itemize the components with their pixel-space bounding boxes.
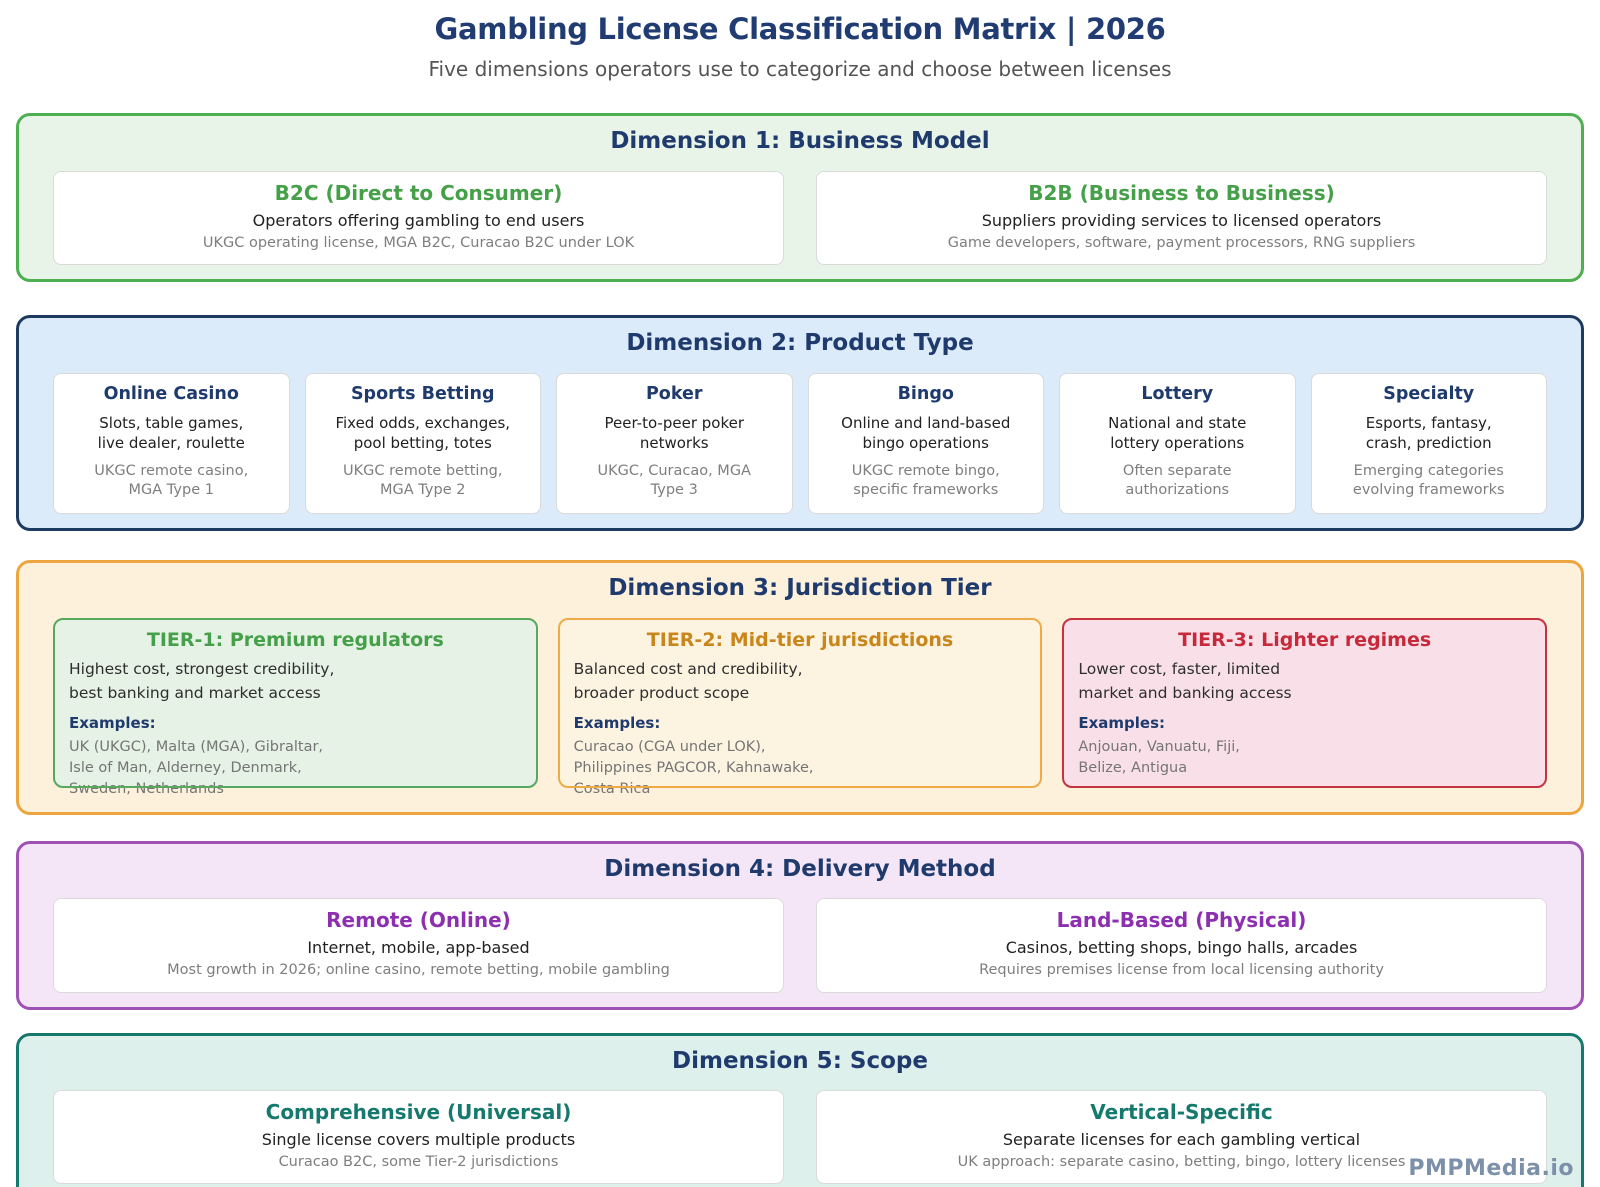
watermark-pmpmedia: PMPMedia.io [1408, 1156, 1574, 1181]
dimension-2-title: Dimension 2: Product Type [626, 330, 974, 357]
tier-1-heading: TIER-1: Premium regulators [146, 628, 444, 651]
card-b2b: B2B (Business to Business) Suppliers pro… [816, 170, 1547, 266]
card-sports-betting-note: UKGC remote betting, MGA Type 2 [343, 462, 503, 499]
dimension-3-tiers: TIER-1: Premium regulators Highest cost,… [53, 617, 1548, 797]
dimension-2-panel: Dimension 2: Product Type Online Casino … [16, 315, 1584, 532]
card-poker-heading: Poker [645, 383, 703, 404]
card-b2b-note: Game developers, software, payment proce… [947, 235, 1416, 252]
card-land-based: Land-Based (Physical) Casinos, betting s… [816, 898, 1547, 993]
card-vertical-specific: Vertical-Specific Separate licenses for … [816, 1090, 1547, 1185]
page-title: Gambling License Classification Matrix |… [434, 12, 1166, 46]
dimension-4-title: Dimension 4: Delivery Method [604, 855, 996, 882]
card-b2c-note: UKGC operating license, MGA B2C, Curacao… [202, 235, 635, 252]
dimension-5-title: Dimension 5: Scope [672, 1047, 928, 1074]
card-sports-betting-body: Fixed odds, exchanges, pool betting, tot… [335, 413, 511, 453]
card-b2b-heading: B2B (Business to Business) [1028, 180, 1335, 205]
card-b2c: B2C (Direct to Consumer) Operators offer… [53, 170, 784, 266]
tier-1-examples-label: Examples: [69, 713, 156, 732]
card-vertical-specific-note: UK approach: separate casino, betting, b… [957, 1154, 1406, 1171]
card-bingo: Bingo Online and land-based bingo operat… [807, 372, 1044, 515]
card-lottery-body: National and state lottery operations [1108, 413, 1247, 453]
tier-3-body: Lower cost, faster, limited market and b… [1078, 660, 1292, 702]
card-land-based-body: Casinos, betting shops, bingo halls, arc… [1005, 938, 1358, 958]
card-bingo-heading: Bingo [897, 383, 954, 404]
card-remote: Remote (Online) Internet, mobile, app-ba… [53, 898, 784, 993]
tier-2-body: Balanced cost and credibility, broader p… [573, 660, 803, 702]
card-bingo-body: Online and land-based bingo operations [841, 413, 1011, 453]
tier-1-examples: UK (UKGC), Malta (MGA), Gibraltar, Isle … [69, 738, 324, 797]
card-lottery-heading: Lottery [1141, 383, 1214, 404]
card-land-based-heading: Land-Based (Physical) [1056, 908, 1307, 933]
card-specialty: Specialty Esports, fantasy, crash, predi… [1310, 372, 1547, 515]
tier-1-body: Highest cost, strongest credibility, bes… [69, 660, 335, 702]
card-online-casino-note: UKGC remote casino, MGA Type 1 [94, 462, 249, 499]
card-specialty-heading: Specialty [1383, 383, 1475, 404]
tier-3-heading: TIER-3: Lighter regimes [1178, 628, 1432, 651]
tier-2-box: TIER-2: Mid-tier jurisdictions Balanced … [557, 617, 1043, 797]
card-specialty-body: Esports, fantasy, crash, prediction [1365, 413, 1492, 453]
tier-2-examples-label: Examples: [573, 713, 661, 732]
card-sports-betting-heading: Sports Betting [350, 383, 495, 404]
card-online-casino-body: Slots, table games, live dealer, roulett… [97, 413, 245, 453]
card-vertical-specific-body: Separate licenses for each gambling vert… [1002, 1130, 1361, 1150]
card-comprehensive-body: Single license covers multiple products [261, 1130, 576, 1150]
dimension-1-cards: B2C (Direct to Consumer) Operators offer… [53, 170, 1547, 266]
dimension-5-cards: Comprehensive (Universal) Single license… [53, 1090, 1547, 1185]
dimension-3-panel: Dimension 3: Jurisdiction Tier TIER-1: P… [16, 560, 1584, 815]
dimension-4-panel: Dimension 4: Delivery Method Remote (Onl… [16, 840, 1584, 1010]
dimension-5-panel: Dimension 5: Scope Comprehensive (Univer… [16, 1032, 1584, 1187]
card-b2c-body: Operators offering gambling to end users [252, 210, 585, 230]
tier-2-examples: Curacao (CGA under LOK), Philippines PAG… [573, 738, 814, 797]
dimension-2-cards: Online Casino Slots, table games, live d… [53, 372, 1547, 515]
card-vertical-specific-heading: Vertical-Specific [1090, 1100, 1273, 1125]
card-comprehensive: Comprehensive (Universal) Single license… [53, 1090, 784, 1185]
tier-3-box: TIER-3: Lighter regimes Lower cost, fast… [1062, 617, 1548, 788]
dimension-1-title: Dimension 1: Business Model [610, 128, 990, 155]
card-remote-heading: Remote (Online) [326, 908, 511, 933]
card-specialty-note: Emerging categories evolving frameworks [1352, 462, 1505, 499]
card-remote-note: Most growth in 2026; online casino, remo… [167, 962, 670, 979]
page-subtitle: Five dimensions operators use to categor… [428, 57, 1172, 82]
card-lottery-note: Often separate authorizations [1122, 462, 1232, 499]
card-sports-betting: Sports Betting Fixed odds, exchanges, po… [304, 372, 541, 515]
tier-1-box: TIER-1: Premium regulators Highest cost,… [53, 617, 538, 797]
card-b2b-body: Suppliers providing services to licensed… [981, 210, 1382, 230]
card-online-casino: Online Casino Slots, table games, live d… [53, 372, 290, 515]
dimension-3-title: Dimension 3: Jurisdiction Tier [608, 575, 992, 602]
card-online-casino-heading: Online Casino [103, 383, 239, 404]
card-comprehensive-heading: Comprehensive (Universal) [265, 1100, 572, 1125]
card-comprehensive-note: Curacao B2C, some Tier-2 jurisdictions [278, 1154, 559, 1171]
card-bingo-note: UKGC remote bingo, specific frameworks [851, 462, 1000, 499]
card-land-based-note: Requires premises license from local lic… [979, 962, 1384, 979]
card-poker-body: Peer-to-peer poker networks [604, 413, 745, 453]
tier-3-examples-label: Examples: [1078, 713, 1165, 732]
dimension-4-cards: Remote (Online) Internet, mobile, app-ba… [53, 898, 1547, 993]
card-b2c-heading: B2C (Direct to Consumer) [274, 180, 563, 205]
tier-3-examples: Anjouan, Vanuatu, Fiji, Belize, Antigua [1078, 738, 1240, 776]
tier-2-heading: TIER-2: Mid-tier jurisdictions [646, 628, 954, 651]
card-remote-body: Internet, mobile, app-based [307, 938, 530, 958]
card-poker-note: UKGC, Curacao, MGA Type 3 [597, 462, 751, 499]
dimension-1-panel: Dimension 1: Business Model B2C (Direct … [16, 113, 1584, 283]
card-poker: Poker Peer-to-peer poker networks UKGC, … [556, 372, 793, 515]
card-lottery: Lottery National and state lottery opera… [1059, 372, 1296, 515]
